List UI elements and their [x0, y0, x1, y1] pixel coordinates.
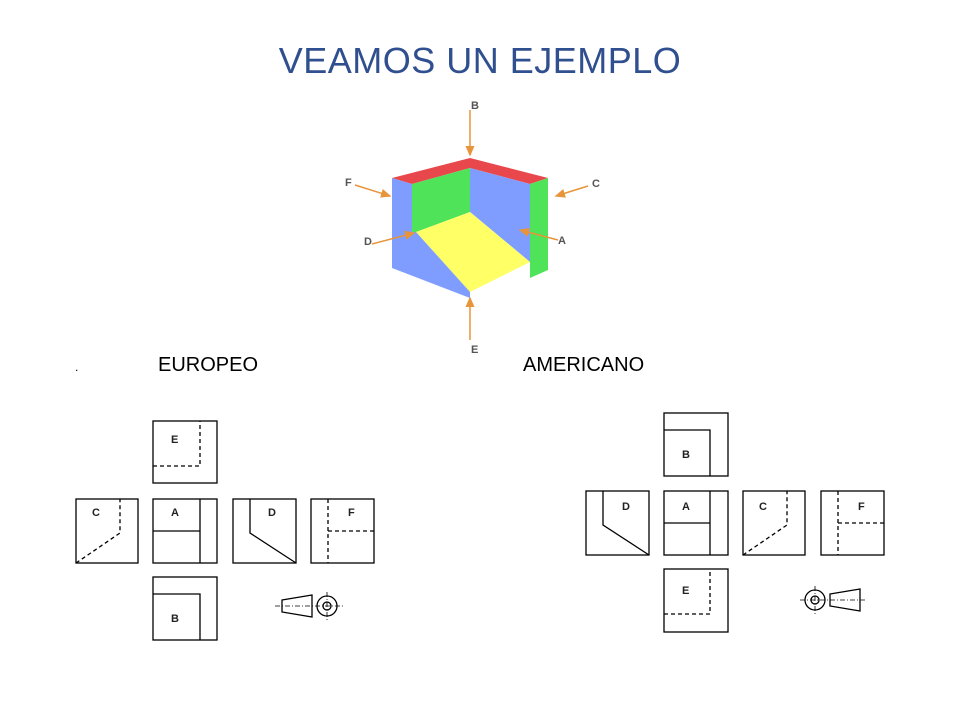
europeo-label-b: B: [171, 613, 179, 625]
arrow-label-b: B: [471, 100, 479, 112]
europeo-view-b: [152, 576, 218, 641]
view-arrows: [354, 110, 589, 340]
europeo-label-c: C: [92, 507, 100, 519]
americano-view-b: [663, 412, 729, 477]
europeo-label-a: A: [171, 507, 179, 519]
europeo-views: [75, 420, 375, 641]
europeo-projection-symbol: [275, 592, 343, 620]
cube-bottom-edge: [412, 232, 470, 292]
arrow-label-c: C: [592, 178, 600, 190]
arrow-label-e: E: [471, 344, 478, 356]
arrow-label-f: F: [345, 177, 352, 189]
americano-view-f: [820, 490, 885, 556]
label-europeo: EUROPEO: [158, 354, 259, 376]
arrow-d: [371, 230, 416, 245]
americano-label-f: F: [858, 501, 865, 513]
arrow-f: [354, 184, 392, 198]
europeo-view-d: [232, 498, 297, 564]
europeo-view-c: [75, 498, 139, 564]
arrow-c: [554, 185, 589, 198]
europeo-label-f: F: [348, 507, 355, 519]
arrow-label-d: D: [364, 236, 372, 248]
cube-floor-face: [416, 212, 530, 292]
cube-left-face: [392, 178, 470, 298]
page-title: VEAMOS UN EJEMPLO: [278, 40, 682, 81]
label-americano: AMERICANO: [523, 354, 645, 376]
europeo-label-d: D: [268, 507, 276, 519]
arrow-a: [518, 227, 559, 241]
arrow-label-a: A: [558, 235, 566, 247]
americano-view-e: [663, 568, 729, 633]
cube-right-face: [530, 178, 548, 278]
europeo-label-e: E: [171, 434, 178, 446]
cube-inner-blue-wall: [470, 168, 530, 262]
americano-label-d: D: [622, 501, 630, 513]
americano-label-e: E: [682, 585, 689, 597]
cube-inner-green-wall: [412, 168, 470, 232]
americano-views: [585, 412, 885, 633]
americano-label-c: C: [759, 501, 767, 513]
americano-label-b: B: [682, 449, 690, 461]
americano-view-c: [742, 490, 806, 556]
isometric-cube: [392, 158, 548, 298]
europeo-view-f: [310, 498, 375, 564]
cube-top-face: [392, 158, 548, 184]
bullet-dot: .: [75, 360, 79, 374]
americano-projection-symbol: [800, 586, 866, 614]
americano-label-a: A: [682, 501, 690, 513]
europeo-view-e: [152, 420, 218, 484]
americano-view-a: [663, 490, 729, 556]
americano-view-d: [585, 490, 650, 556]
europeo-view-a: [152, 498, 218, 564]
